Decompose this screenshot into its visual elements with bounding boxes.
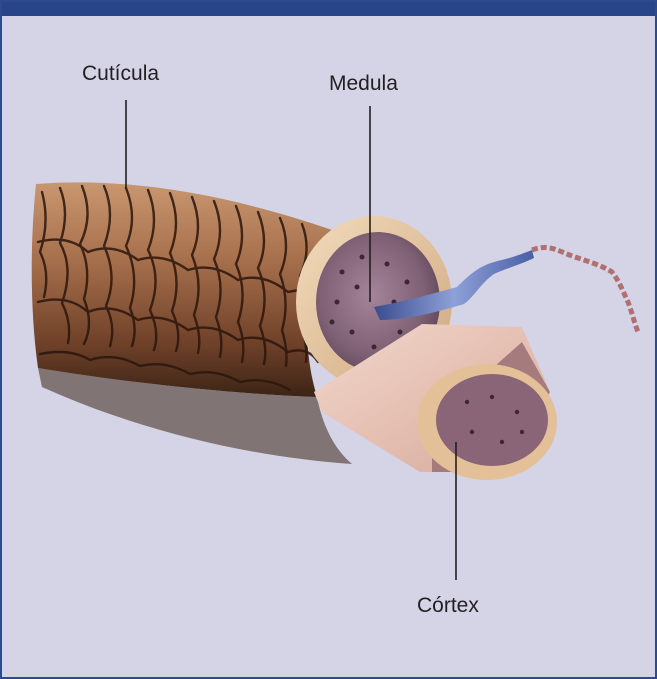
header-bar (2, 2, 655, 16)
slab-end-core (436, 374, 548, 466)
diagram-canvas (2, 16, 655, 679)
label-cortex: Córtex (417, 594, 479, 618)
label-medula: Medula (329, 72, 398, 96)
label-cuticula: Cutícula (82, 62, 159, 86)
